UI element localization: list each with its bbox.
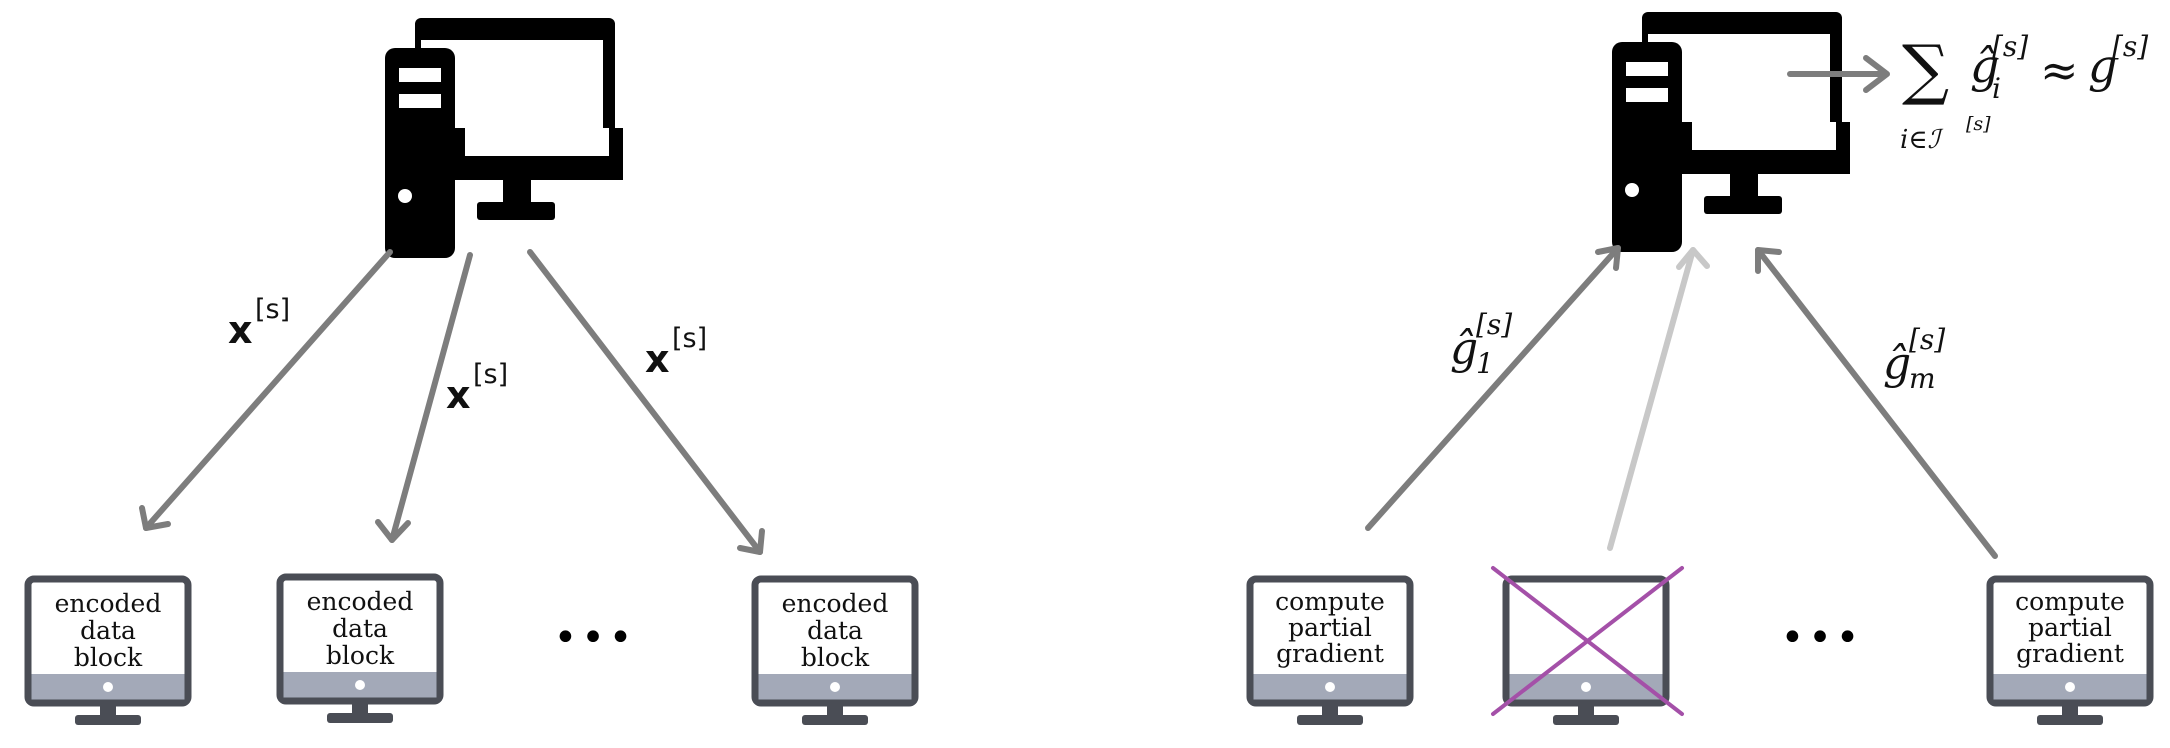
worker-1: compute partial gradient — [1250, 579, 1410, 725]
arrowhead-worker-2 — [375, 519, 411, 543]
gradient-term-sup: [s] — [1992, 30, 2028, 63]
index-set-sup: [s] — [1966, 113, 1991, 135]
worker-label-line: compute — [1275, 587, 1385, 616]
arrow-from-worker-1 — [1365, 245, 1621, 531]
worker-label-line: encoded — [307, 587, 414, 616]
full-gradient-sup: [s] — [2112, 30, 2148, 63]
worker-1: encoded data block — [28, 579, 188, 725]
arrow-to-worker-3 — [527, 249, 763, 555]
edge-label-2: x [s] — [446, 359, 508, 417]
left-panel: x [s] x [s] x [s] encoded data block enc… — [28, 18, 915, 725]
worker-2: encoded data block — [280, 577, 440, 723]
svg-text:[s]: [s] — [255, 294, 290, 325]
index-set: i∈ℐ — [1900, 125, 1944, 155]
worker-label-line: data — [807, 616, 863, 645]
arrow-to-worker-1 — [143, 249, 393, 531]
worker-label-line: compute — [2015, 587, 2125, 616]
svg-text:ĝ: ĝ — [1450, 323, 1478, 374]
approx-symbol: ≈ — [2040, 43, 2079, 97]
worker-label-line: encoded — [55, 589, 162, 618]
arrowhead-from-worker-3 — [1755, 247, 1782, 274]
worker-label-line: block — [326, 641, 395, 670]
master-server-icon — [1612, 12, 1850, 252]
gradient-term-sub: i — [1992, 72, 2001, 105]
worker-label-line: block — [801, 643, 870, 672]
sum-symbol: ∑ — [1902, 31, 1949, 108]
full-gradient: g — [2088, 39, 2117, 93]
arrowhead-worker-1 — [139, 505, 171, 531]
svg-text:[s]: [s] — [473, 359, 508, 390]
gradient-arrows — [1365, 245, 1998, 559]
worker-3: compute partial gradient — [1990, 579, 2150, 725]
worker-label-line: partial — [1288, 613, 1372, 642]
worker-label-line: encoded — [782, 589, 889, 618]
svg-text:x: x — [645, 337, 670, 381]
workers-ellipsis: ••• — [1781, 615, 1864, 661]
svg-text:[s]: [s] — [1476, 308, 1512, 341]
arrow-from-worker-3 — [1755, 247, 1998, 559]
edge-label-3: x [s] — [645, 323, 707, 381]
arrowhead-from-worker-1 — [1595, 245, 1621, 271]
right-panel: ∑ ĝ [s] i ≈ g [s] i∈ℐ [s] — [1250, 12, 2150, 725]
worker-label-line: gradient — [2016, 639, 2124, 668]
gradient-term: ĝ — [1970, 39, 1999, 93]
worker-label-line: data — [332, 614, 388, 643]
arrowhead-worker-3 — [737, 528, 765, 555]
worker-label-line: data — [80, 616, 136, 645]
arrowhead-from-worker-2 — [1676, 247, 1710, 270]
svg-text:ĝ: ĝ — [1883, 338, 1911, 389]
broadcast-arrows — [139, 249, 765, 555]
aggregation-formula: ∑ ĝ [s] i ≈ g [s] i∈ℐ [s] — [1900, 30, 2148, 155]
svg-text:x: x — [228, 308, 253, 352]
edge-label-1: x [s] — [228, 294, 290, 352]
worker-label-line: gradient — [1276, 639, 1384, 668]
failure-cross-icon — [1491, 566, 1684, 716]
arrow-from-worker-2 — [1607, 247, 1696, 551]
svg-text:[s]: [s] — [672, 323, 707, 354]
master-server-icon — [385, 18, 623, 258]
svg-text:x: x — [446, 373, 471, 417]
svg-text:[s]: [s] — [1909, 323, 1945, 356]
svg-text:m: m — [1909, 362, 1936, 395]
aggregation-arrow — [1787, 55, 1890, 93]
edge-label-g1: ĝ [s] 1 — [1450, 308, 1512, 380]
edge-label-gm: ĝ [s] m — [1883, 323, 1945, 395]
worker-3: encoded data block — [755, 579, 915, 725]
svg-text:1: 1 — [1476, 347, 1494, 380]
worker-label-line: block — [74, 643, 143, 672]
worker-label-line: partial — [2028, 613, 2112, 642]
arrow-to-worker-2 — [389, 252, 473, 543]
workers-ellipsis: ••• — [554, 615, 637, 661]
